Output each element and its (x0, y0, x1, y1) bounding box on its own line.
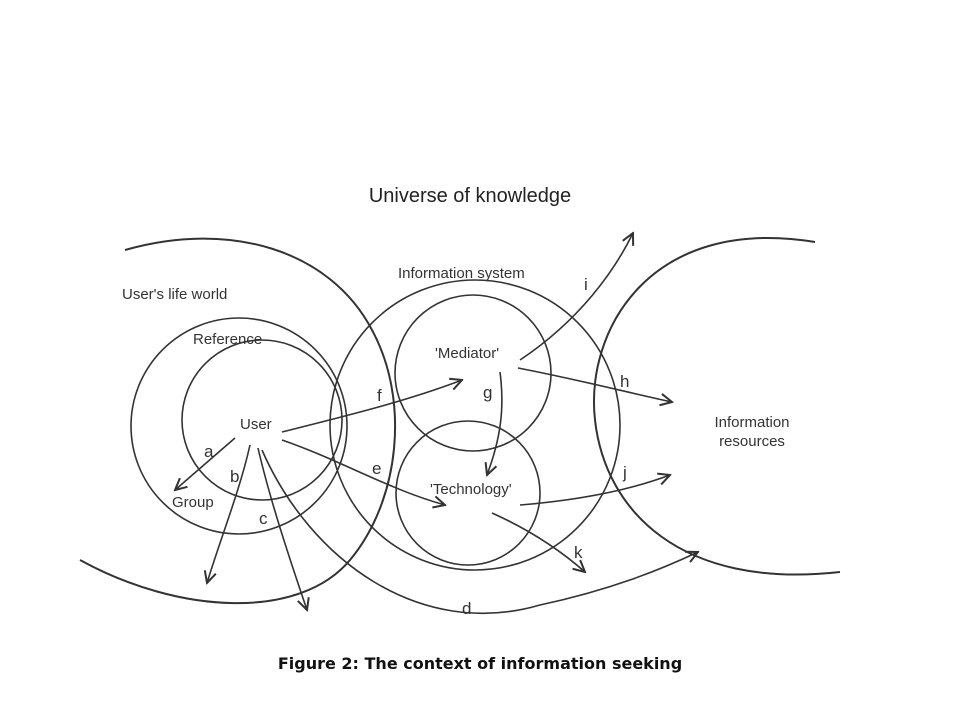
information-system-circle (329, 279, 621, 571)
reference-label: Reference (193, 331, 262, 348)
arrow-label-g: g (483, 383, 492, 402)
information-system-label: Information system (398, 265, 525, 282)
arrow-e (281, 439, 445, 505)
arrow-k (491, 512, 585, 572)
arrow-j (519, 475, 670, 506)
arrow-i (519, 233, 633, 361)
arrow-a (175, 437, 236, 490)
arrow-label-a: a (204, 442, 214, 461)
reference-circle (130, 317, 348, 535)
mediator-label: 'Mediator' (435, 345, 499, 362)
diagram-title: Universe of knowledge (369, 185, 571, 207)
technology-label: 'Technology' (430, 481, 512, 498)
user-label: User (240, 416, 272, 433)
arrow-label-i: i (584, 275, 588, 294)
arrow-label-k: k (574, 543, 583, 562)
arrow-label-b: b (230, 467, 239, 486)
user-circle (181, 339, 343, 501)
arrow-label-d: d (462, 599, 471, 618)
information-resources-label-2: resources (719, 433, 785, 450)
arrow-label-c: c (259, 509, 268, 528)
arrow-d (261, 449, 698, 615)
arrow-label-f: f (377, 386, 382, 405)
mediator-circle (394, 294, 552, 452)
figure-caption: Figure 2: The context of information see… (277, 654, 683, 673)
arrow-c (257, 447, 307, 610)
information-resources-circle (593, 236, 841, 576)
arrow-label-e: e (372, 459, 381, 478)
technology-circle (395, 420, 541, 566)
life-world-circle (79, 237, 397, 605)
arrow-g (487, 371, 503, 475)
life-world-label: User's life world (122, 286, 227, 303)
arrow-label-h: h (620, 372, 629, 391)
arrow-h (517, 367, 672, 402)
arrow-f (281, 380, 462, 433)
arrow-b (207, 444, 251, 583)
information-resources-label-1: Information (714, 414, 789, 431)
arrow-label-j: j (622, 463, 627, 482)
group-label: Group (172, 494, 214, 511)
